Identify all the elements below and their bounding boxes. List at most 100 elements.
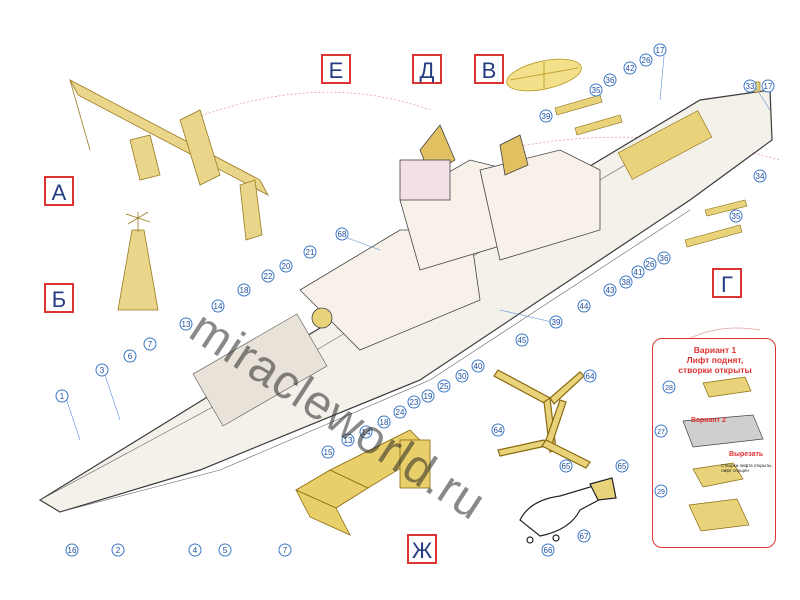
part-callout: 39	[539, 109, 553, 123]
svg-text:13: 13	[182, 320, 191, 329]
svg-text:38: 38	[622, 278, 631, 287]
svg-text:4: 4	[193, 546, 198, 555]
svg-text:36: 36	[606, 76, 615, 85]
part-callout: 36	[657, 251, 671, 265]
svg-text:19: 19	[424, 392, 433, 401]
section-label-b: Б	[44, 283, 74, 313]
inset-drawings: 28 27 29	[654, 376, 764, 532]
part-callout: 7	[143, 337, 157, 351]
part-callout: 18	[377, 415, 391, 429]
radar-grid-part-v	[506, 58, 582, 92]
svg-text:7: 7	[283, 546, 288, 555]
part-callout: 43	[603, 283, 617, 297]
svg-text:16: 16	[68, 546, 77, 555]
svg-text:65: 65	[618, 462, 627, 471]
svg-text:36: 36	[660, 254, 669, 263]
svg-text:65: 65	[562, 462, 571, 471]
svg-text:24: 24	[396, 408, 405, 417]
part-callout: 26	[639, 53, 653, 67]
part-callout: 3	[95, 363, 109, 377]
svg-text:17: 17	[656, 46, 665, 55]
part-callout: 17	[761, 79, 775, 93]
part-callout: 15	[321, 445, 335, 459]
part-callout: 40	[471, 359, 485, 373]
part-callout: 19	[421, 389, 435, 403]
svg-text:68: 68	[338, 230, 347, 239]
svg-text:6: 6	[128, 352, 133, 361]
svg-text:64: 64	[586, 372, 595, 381]
svg-text:35: 35	[592, 86, 601, 95]
svg-text:22: 22	[264, 272, 273, 281]
part-callout: 66	[541, 543, 555, 557]
part-callout: 36	[603, 73, 617, 87]
part-callout: 13	[341, 433, 355, 447]
svg-text:66: 66	[544, 546, 553, 555]
rotor-blades	[493, 369, 591, 469]
svg-text:25: 25	[440, 382, 449, 391]
section-label-e: Е	[321, 54, 351, 84]
part-callout: 7	[278, 543, 292, 557]
part-callout: 14	[211, 299, 225, 313]
svg-text:39: 39	[542, 112, 551, 121]
part-callout: 22	[261, 269, 275, 283]
part-callout: 16	[65, 543, 79, 557]
part-callout: 5	[218, 543, 232, 557]
part-callout: 23	[407, 395, 421, 409]
svg-text:44: 44	[580, 302, 589, 311]
part-callout: 68	[335, 227, 349, 241]
part-callout: 4	[188, 543, 202, 557]
section-label-a: А	[44, 176, 74, 206]
elevator-variants-inset: Вариант 1 Лифт поднят, створки открыты 2…	[652, 338, 776, 548]
svg-text:14: 14	[214, 302, 223, 311]
svg-text:39: 39	[552, 318, 561, 327]
svg-text:45: 45	[518, 336, 527, 345]
part-callout: 34	[753, 169, 767, 183]
svg-text:1: 1	[60, 392, 65, 401]
part-callout: 67	[577, 529, 591, 543]
svg-text:43: 43	[606, 286, 615, 295]
part-callout: 1	[55, 389, 69, 403]
svg-text:13: 13	[344, 436, 353, 445]
variant2-label: Вариант 2	[691, 417, 726, 424]
mast-part-b	[117, 211, 159, 311]
section-label-zh: Ж	[407, 534, 437, 564]
part-callout: 25	[437, 379, 451, 393]
section-label-d: Д	[412, 54, 442, 84]
part-callout: 64	[491, 423, 505, 437]
svg-text:18: 18	[240, 286, 249, 295]
hangar-part-zh	[295, 429, 431, 536]
svg-text:27: 27	[657, 429, 665, 436]
part-callout: 2	[111, 543, 125, 557]
svg-text:40: 40	[474, 362, 483, 371]
part-callout: 26	[643, 257, 657, 271]
svg-text:3: 3	[100, 366, 105, 375]
svg-text:41: 41	[634, 268, 643, 277]
crane-part-a	[69, 79, 269, 241]
part-callout: 39	[549, 315, 563, 329]
loose-parts	[554, 81, 761, 248]
svg-text:20: 20	[282, 262, 291, 271]
part-callout: 35	[589, 83, 603, 97]
part-callout: 13	[179, 317, 193, 331]
svg-text:33: 33	[746, 82, 755, 91]
part-callout: 14	[359, 425, 373, 439]
svg-text:26: 26	[646, 260, 655, 269]
svg-text:67: 67	[580, 532, 589, 541]
svg-text:35: 35	[732, 212, 741, 221]
svg-text:2: 2	[116, 546, 121, 555]
svg-text:18: 18	[380, 418, 389, 427]
part-callout: 44	[577, 299, 591, 313]
svg-text:64: 64	[494, 426, 503, 435]
part-callout: 45	[515, 333, 529, 347]
part-callout: 64	[583, 369, 597, 383]
part-callout: 65	[615, 459, 629, 473]
svg-text:23: 23	[410, 398, 419, 407]
part-callout: 42	[623, 61, 637, 75]
part-callout: 24	[393, 405, 407, 419]
svg-text:14: 14	[362, 428, 371, 437]
leader-lines	[65, 55, 771, 441]
part-callout: 21	[303, 245, 317, 259]
part-callout: 65	[559, 459, 573, 473]
svg-text:28: 28	[665, 385, 673, 392]
part-callout: 20	[279, 259, 293, 273]
